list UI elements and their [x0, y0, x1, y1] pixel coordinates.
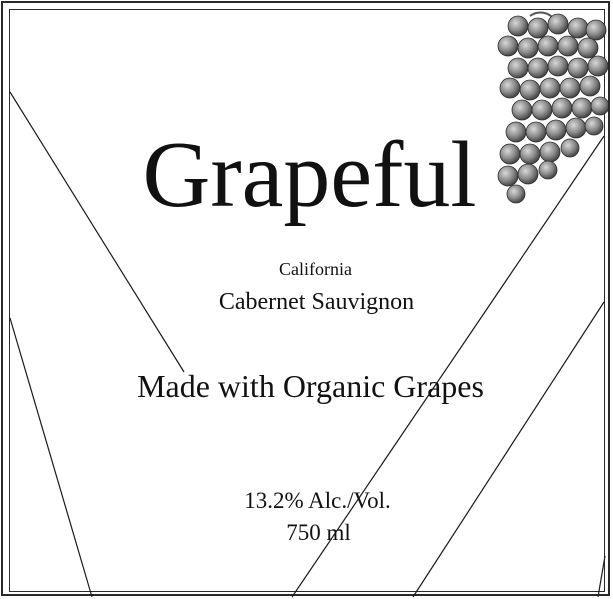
- diagonal-line: [9, 317, 93, 598]
- bottle-volume: 750 ml: [286, 520, 351, 545]
- brand-name: Grapeful: [142, 123, 477, 227]
- tagline: Made with Organic Grapes: [137, 368, 484, 404]
- diagonal-line: [597, 555, 606, 598]
- varietal: Cabernet Sauvignon: [218, 289, 415, 315]
- alcohol-content: 13.2% Alc./Vol.: [244, 488, 391, 513]
- diagonal-line: [412, 301, 605, 598]
- diagonal-line: [9, 91, 185, 373]
- label-inner-border: [9, 9, 605, 592]
- grape-cluster-icon: [497, 11, 608, 204]
- region: California: [279, 259, 352, 279]
- diagonal-line: [291, 135, 605, 598]
